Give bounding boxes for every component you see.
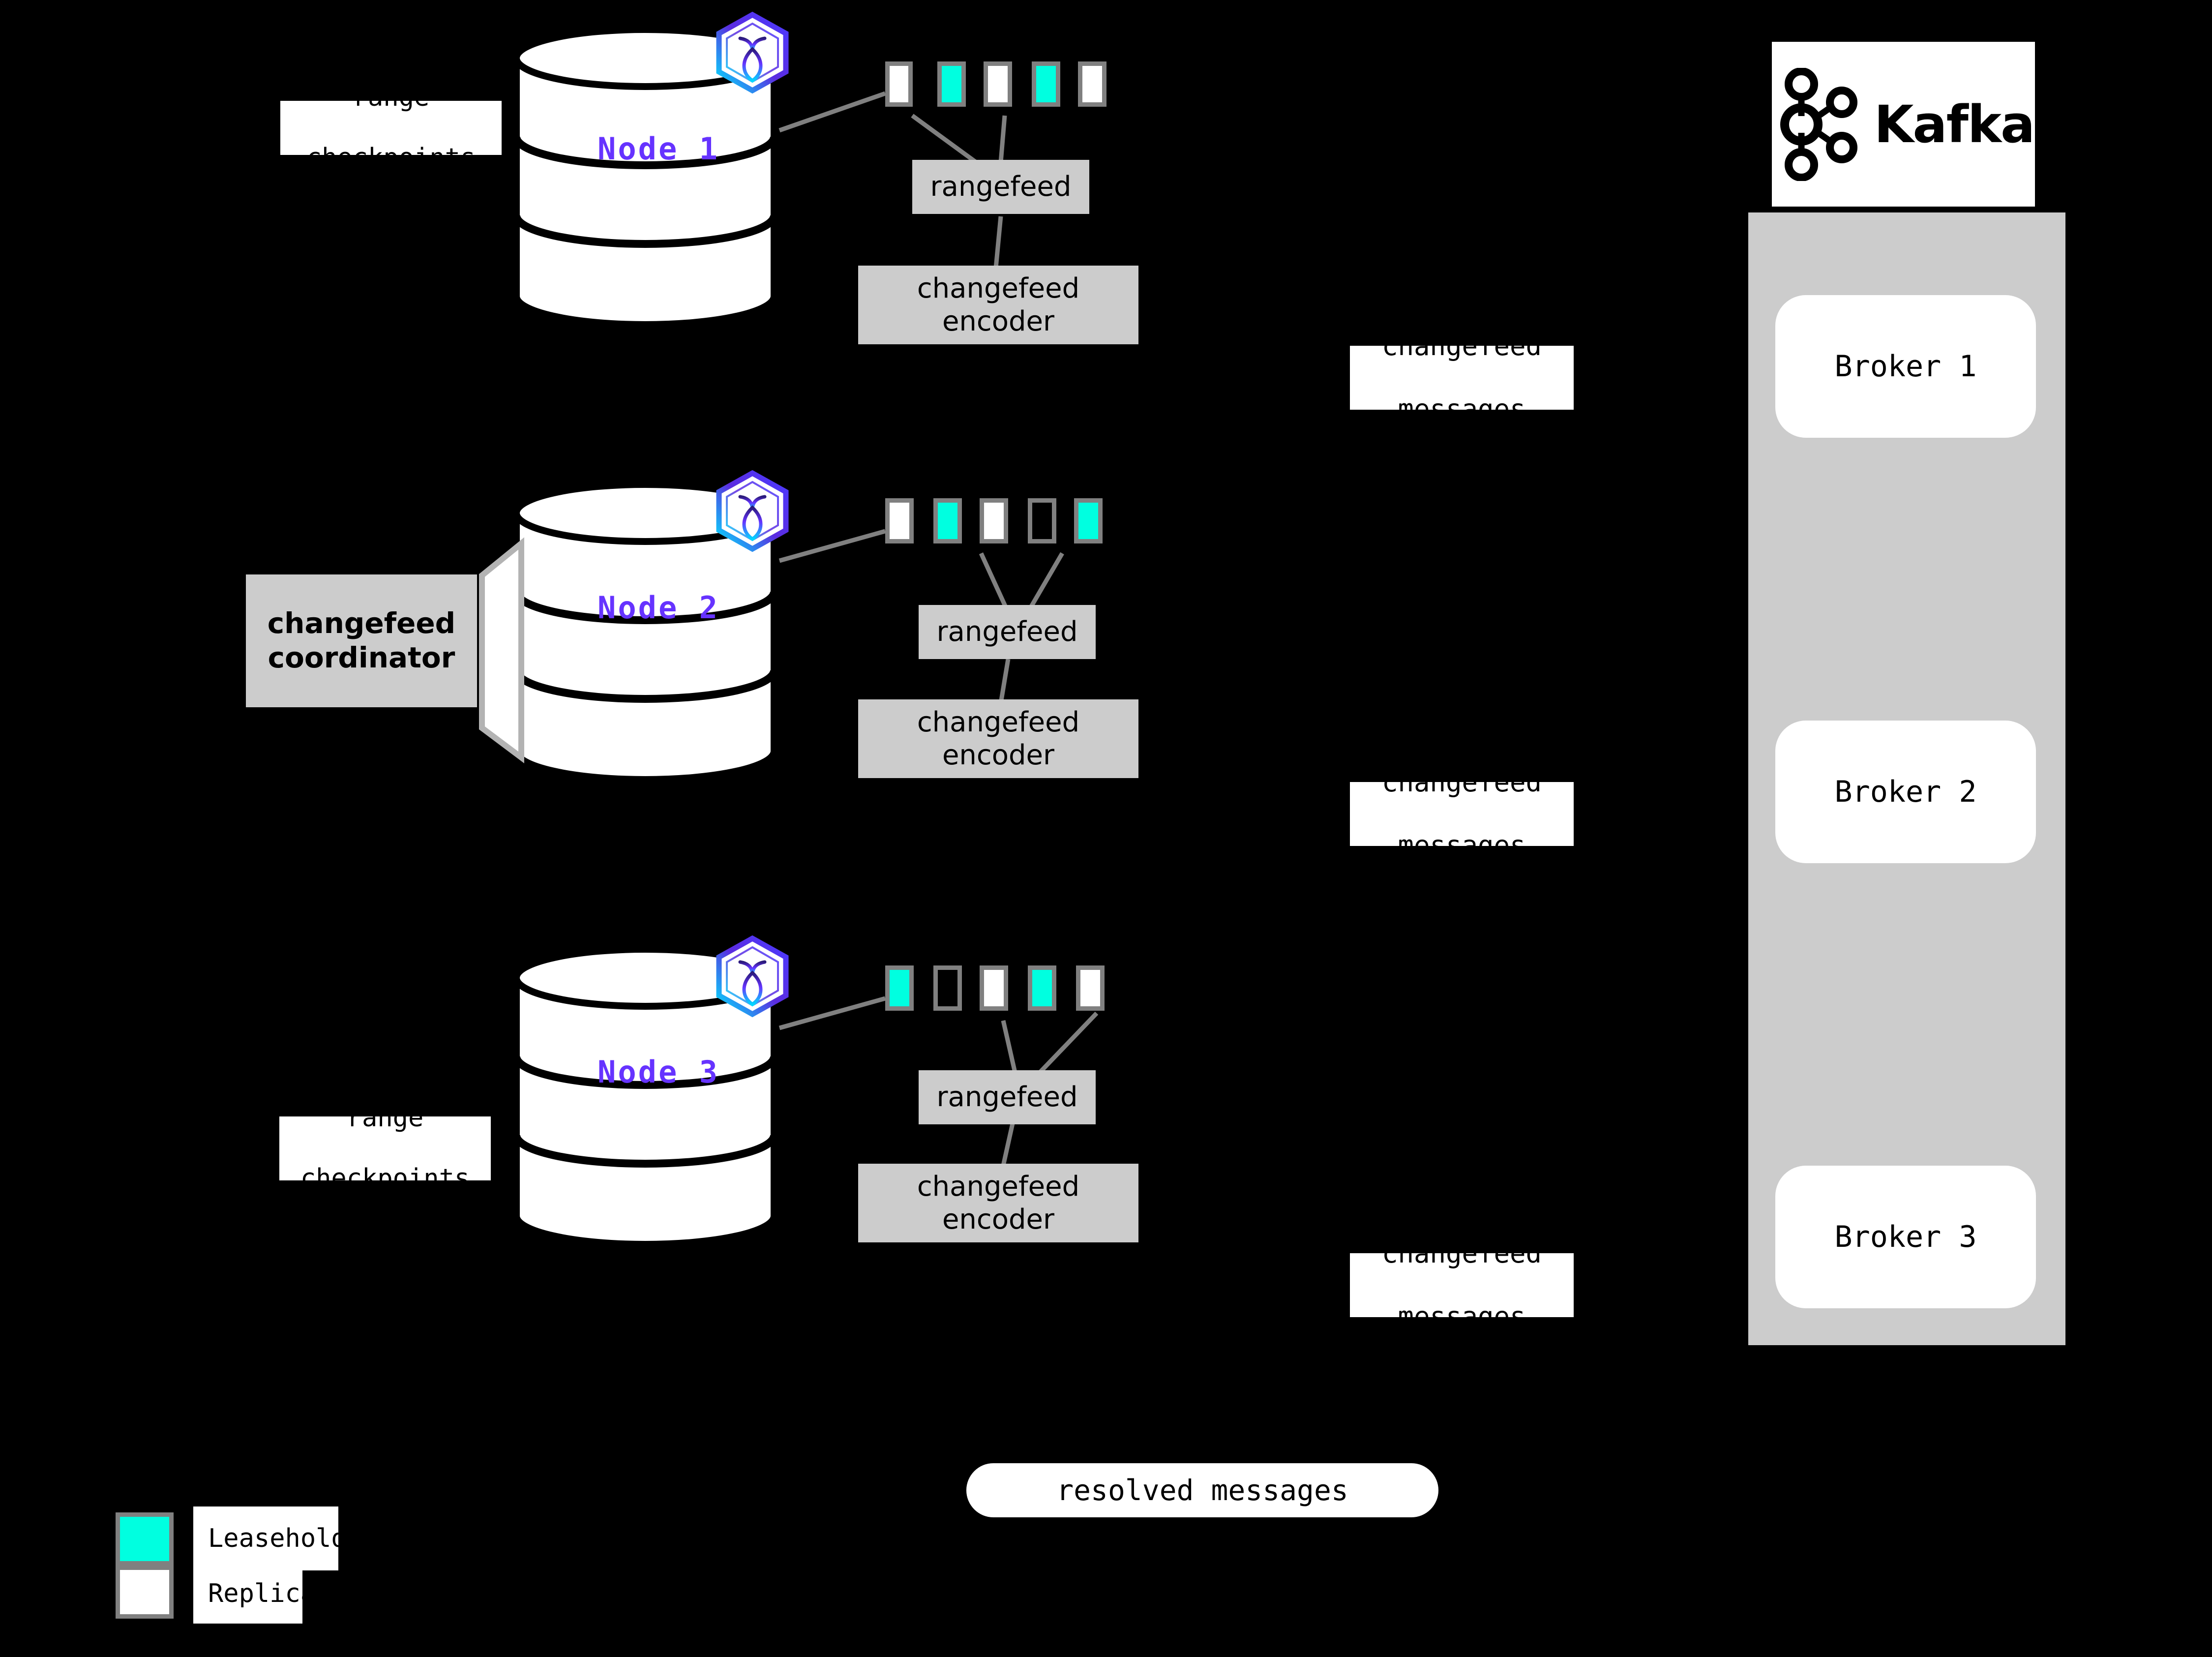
changefeed-coordinator-box[interactable]: changefeed coordinator: [246, 574, 477, 707]
node3-range-5[interactable]: [1076, 965, 1105, 1011]
node2-range-1[interactable]: [885, 498, 914, 543]
node1-changefeed-messages-label: changefeed messages: [1350, 346, 1574, 410]
node3-cylinder: [512, 946, 778, 1248]
node3-range-4[interactable]: [1028, 965, 1056, 1011]
kafka-wordmark: Kafka: [1874, 94, 2035, 154]
node1-changefeed-encoder-box[interactable]: changefeed encoder: [858, 266, 1138, 344]
legend-swatch-replica: [116, 1566, 174, 1619]
node1-range-checkpoints-label: range checkpoints: [280, 101, 502, 155]
node3-encoder-line2: encoder: [942, 1204, 1054, 1235]
node1-label: Node 1: [598, 131, 719, 167]
node2-label: Node 2: [598, 590, 719, 626]
connector-rangefeed-to-encoder-node1: [993, 216, 1003, 269]
node1-messages-line1: changefeed: [1381, 346, 1542, 362]
node3-messages-line2: messages: [1398, 1300, 1526, 1317]
kafka-logo-icon: [1780, 67, 1857, 181]
node1-range-2[interactable]: [937, 61, 966, 107]
coordinator-callout-pointer: [479, 537, 524, 763]
connector-range3-to-rangefeed-node1: [998, 115, 1007, 163]
kafka-logo-card: Kafka: [1772, 42, 2035, 207]
node1-range-3[interactable]: [984, 61, 1012, 107]
node2-rangefeed-box[interactable]: rangefeed: [919, 605, 1096, 659]
node1-cylinder: [512, 26, 778, 328]
connector-rangefeed-to-encoder-node2: [998, 659, 1011, 704]
node3-messages-line1: changefeed: [1381, 1253, 1542, 1269]
broker-item-2[interactable]: Broker 2: [1775, 721, 2036, 863]
node1-range-4[interactable]: [1032, 61, 1060, 107]
node2-messages-line1: changefeed: [1381, 782, 1542, 798]
node3-checkpoint-line1: range: [346, 1116, 424, 1133]
node3-range-checkpoints-label: range checkpoints: [279, 1116, 491, 1180]
legend-label-replica: Replica: [193, 1564, 316, 1624]
node1-rangefeed-box[interactable]: rangefeed: [912, 160, 1089, 214]
node3-rangefeed-box[interactable]: rangefeed: [919, 1070, 1096, 1124]
legend-swatch-leaseholder: [116, 1512, 174, 1566]
node2-range-4[interactable]: [1028, 498, 1056, 543]
node2-encoder-line1: changefeed: [917, 706, 1080, 738]
node2-changefeed-encoder-box[interactable]: changefeed encoder: [858, 699, 1138, 778]
connector-node3-to-ranges: [778, 996, 886, 1030]
node1-range-5[interactable]: [1078, 61, 1106, 107]
node1-checkpoint-line1: range: [306, 101, 476, 113]
connector-range3-to-rangefeed-node3: [1001, 1020, 1018, 1075]
node2-range-5[interactable]: [1074, 498, 1103, 543]
node3-label: Node 3: [598, 1054, 719, 1090]
legend-label-leaseholder: Leaseholder: [193, 1506, 377, 1570]
connector-node1-to-ranges: [778, 91, 886, 133]
node2-encoder-line2: encoder: [942, 739, 1054, 771]
node2-range-3[interactable]: [980, 498, 1008, 543]
node1-encoder-line2: encoder: [942, 305, 1054, 337]
node3-changefeed-encoder-box[interactable]: changefeed encoder: [858, 1164, 1138, 1242]
node1-encoder-line1: changefeed: [917, 272, 1080, 304]
node2-messages-line2: messages: [1398, 829, 1526, 846]
connector-range2-to-rangefeed-node2: [979, 552, 1011, 613]
node3-checkpoint-line2: checkpoints: [300, 1163, 470, 1180]
node2-changefeed-messages-label: changefeed messages: [1350, 782, 1574, 846]
node1-range-1[interactable]: [885, 61, 913, 107]
connector-range5-to-rangefeed-node3: [1036, 1011, 1099, 1077]
cockroachdb-hexagon-icon-node2: [716, 470, 789, 552]
coordinator-line2: coordinator: [268, 641, 455, 674]
node3-range-2[interactable]: [933, 965, 962, 1011]
node3-range-3[interactable]: [980, 965, 1008, 1011]
node2-range-2[interactable]: [933, 498, 962, 543]
cockroachdb-hexagon-icon-node3: [716, 935, 789, 1018]
connector-node2-to-ranges: [778, 529, 886, 563]
node3-changefeed-messages-label: changefeed messages: [1350, 1253, 1574, 1317]
resolved-messages-pill[interactable]: resolved messages: [966, 1463, 1438, 1517]
connector-range1-to-rangefeed-node1: [911, 114, 978, 164]
node2-cylinder: [512, 481, 778, 783]
coordinator-line1: changefeed: [267, 606, 456, 640]
node1-checkpoint-line2: checkpoints: [306, 143, 476, 155]
cockroachdb-hexagon-icon-node1: [716, 11, 789, 94]
broker-item-3[interactable]: Broker 3: [1775, 1166, 2036, 1308]
broker-item-1[interactable]: Broker 1: [1775, 295, 2036, 438]
connector-rangefeed-to-encoder-node3: [1001, 1121, 1016, 1166]
node3-range-1[interactable]: [885, 965, 914, 1011]
node3-encoder-line1: changefeed: [917, 1170, 1080, 1203]
node1-messages-line2: messages: [1398, 393, 1526, 410]
connector-range4-to-rangefeed-node2: [1026, 552, 1064, 614]
